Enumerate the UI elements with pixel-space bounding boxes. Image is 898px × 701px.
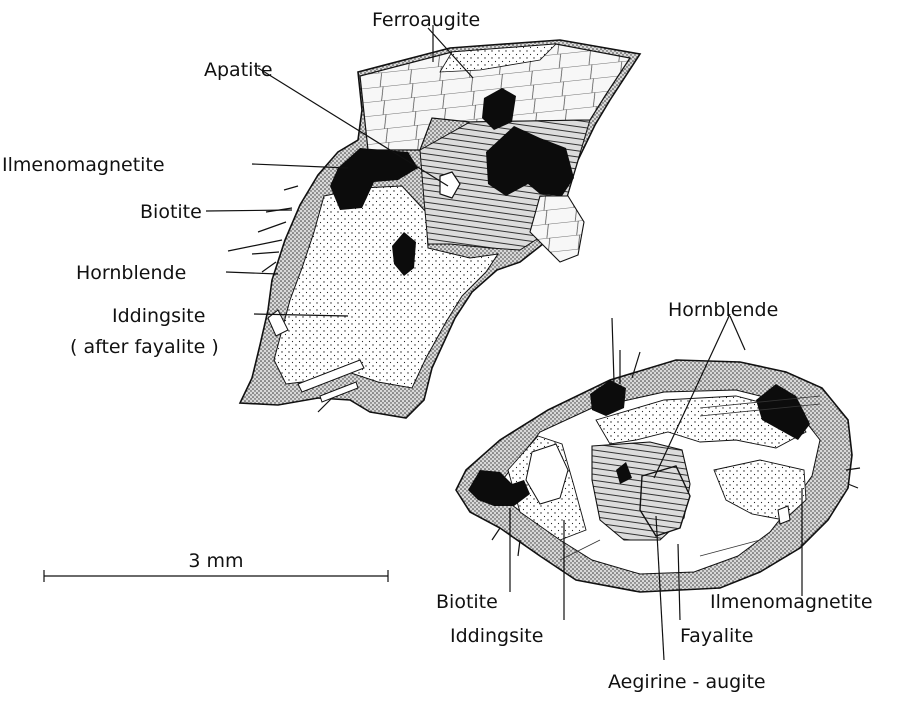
ferroaugite-small-crystal bbox=[530, 196, 584, 262]
scale-bar: 3 mm bbox=[44, 550, 388, 582]
label-hornblende-lower: Hornblende bbox=[668, 299, 778, 321]
scale-bar-label: 3 mm bbox=[188, 550, 243, 572]
label-biotite-lower: Biotite bbox=[436, 591, 498, 613]
label-aegirine-augite: Aegirine - augite bbox=[608, 671, 766, 693]
upper-grain bbox=[228, 40, 640, 418]
label-iddingsite-note: ( after fayalite ) bbox=[70, 336, 219, 358]
label-fayalite: Fayalite bbox=[680, 625, 753, 647]
label-biotite-upper: Biotite bbox=[140, 201, 202, 223]
label-ferroaugite: Ferroaugite bbox=[372, 9, 480, 31]
label-iddingsite-lower: Iddingsite bbox=[450, 625, 543, 647]
label-hornblende-upper: Hornblende bbox=[76, 262, 186, 284]
label-ilmenomagnetite-upper: Ilmenomagnetite bbox=[2, 154, 165, 176]
label-iddingsite-upper: Iddingsite bbox=[112, 305, 205, 327]
label-apatite: Apatite bbox=[204, 59, 273, 81]
label-ilmenomagnetite-lower: Ilmenomagnetite bbox=[710, 591, 873, 613]
